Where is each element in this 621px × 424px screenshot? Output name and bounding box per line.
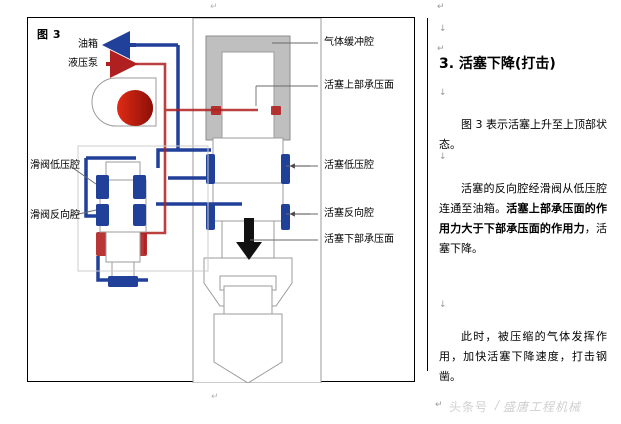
figure-panel: 图 3 [27,17,415,383]
paragraph-3: 此时，被压缩的气体发挥作用，加快活塞下降速度，打击钢凿。 [439,330,607,383]
mark-pil-1: ↵ [437,44,445,54]
label-piston-lower-pressure-face: 活塞下部承压面 [324,234,394,245]
section-heading: 3. 活塞下降(打击) [439,56,556,72]
article-text-column: ↵ ↓ ↵ 3. 活塞下降(打击) ↓ 图 3 表示活塞上升至上顶部状态。 ↓ … [427,0,621,424]
column-divider-rule [427,18,428,371]
flow-label-pump: 液压泵 [68,58,98,69]
label-spool-reverse-chamber: 滑阀反向腔 [30,210,80,221]
paragraph-2-lead: 活塞的反向腔经滑阀从低压腔连通至油箱。 [439,182,607,215]
label-piston-reverse-chamber: 活塞反向腔 [324,208,374,219]
accumulator-icon [91,77,157,127]
mark-bottom: ↵ [435,400,443,410]
label-piston-low-pressure-chamber: 活塞低压腔 [324,160,374,171]
label-gas-buffer-chamber: 气体缓冲腔 [324,37,374,48]
label-piston-upper-pressure-face: 活塞上部承压面 [324,80,394,91]
watermark-separator: / [495,398,501,412]
mark-arrow-2: ↓ [439,88,447,98]
watermark-prefix: 头条号 [449,400,489,414]
watermark-name: 盛唐工程机械 [503,400,582,414]
mark-arrow-3: ↓ [439,152,447,162]
paragraph-2-bold: 活塞上部承压面的作用力大于下部承压面的作用力 [439,202,608,235]
paragraph-mark-bottom: ↵ [211,392,219,402]
paragraph-1: 图 3 表示活塞上升至上顶部状态。 [439,118,607,151]
mark-arrow-1: ↓ [439,24,447,34]
figure-caption: 图 3 [37,28,61,41]
paragraph-mark-top: ↵ [210,2,218,12]
label-spool-low-pressure-chamber: 滑阀低压腔 [30,160,80,171]
paragraph-2: 活塞的反向腔经滑阀从低压腔连通至油箱。活塞上部承压面的作用力大于下部承压面的作用… [439,179,607,259]
flow-label-tank: 油箱 [78,39,98,50]
piston-down-arrow-icon [236,218,262,260]
mark-top-0: ↵ [437,2,445,12]
hydraulic-breaker-diagram [69,18,322,383]
mark-arrow-4: ↓ [439,300,447,310]
paragraph-2-tail: ，活塞下降。 [439,222,608,255]
